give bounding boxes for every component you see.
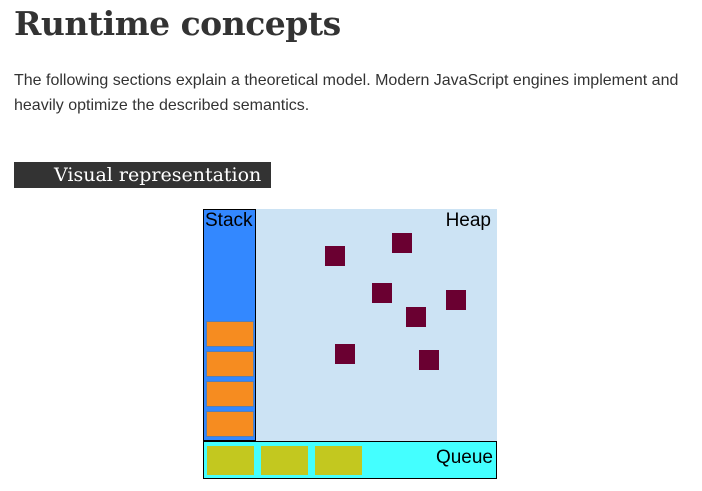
section-heading-visual-representation: Visual representation xyxy=(14,162,271,188)
stack-frame xyxy=(206,351,254,377)
stack-frame xyxy=(206,381,254,407)
heap-object xyxy=(372,283,392,303)
heap-object xyxy=(325,246,345,266)
heap-object xyxy=(335,344,355,364)
stack-frame xyxy=(206,411,254,437)
heap-object xyxy=(419,350,439,370)
queue-message xyxy=(261,446,308,475)
stack-frame xyxy=(206,321,254,347)
queue-message xyxy=(315,446,362,475)
queue-message xyxy=(207,446,254,475)
intro-paragraph: The following sections explain a theoret… xyxy=(14,72,679,114)
heap-object xyxy=(406,307,426,327)
heap-object xyxy=(446,290,466,310)
runtime-diagram: Stack Heap Queue xyxy=(203,209,498,480)
page-title: Runtime concepts xyxy=(14,4,341,43)
queue-label: Queue xyxy=(435,447,493,468)
stack-label: Stack xyxy=(205,210,253,231)
heap-label: Heap xyxy=(445,210,491,231)
heap-object xyxy=(392,233,412,253)
